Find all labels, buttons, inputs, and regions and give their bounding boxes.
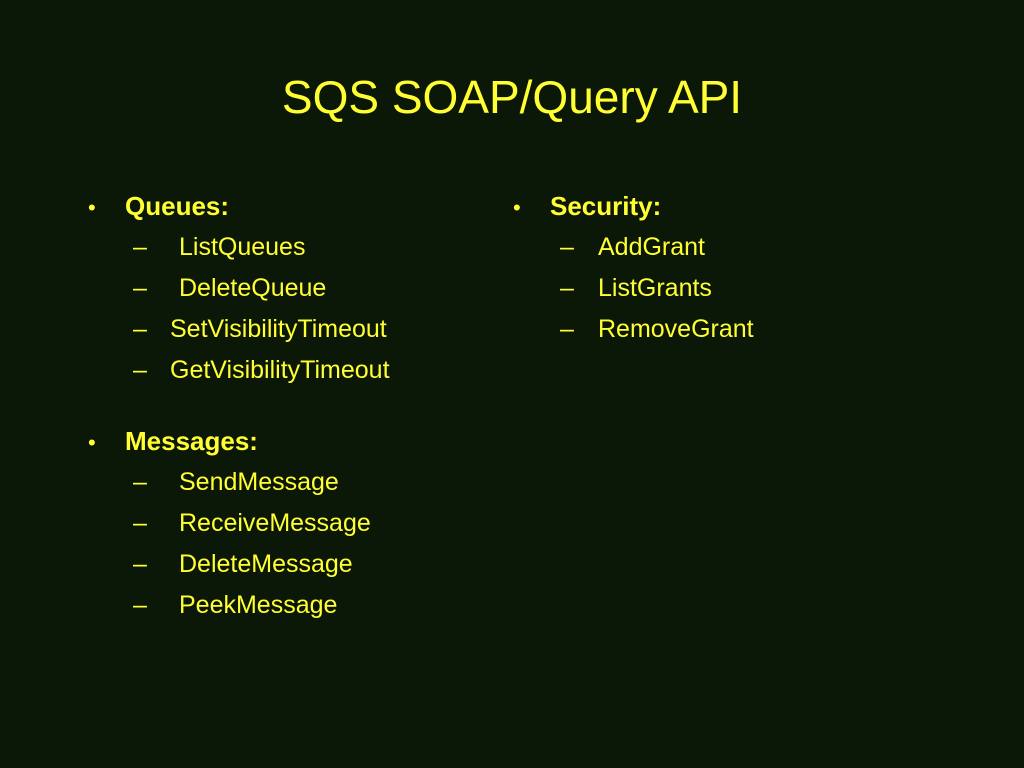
list-item: – ReceiveMessage [88,503,488,544]
queues-heading: Queues: [125,191,230,221]
list-item-label: RemoveGrant [598,315,754,343]
list-item: – AddGrant [513,227,933,268]
security-bullet: • Security: [513,186,933,227]
list-item-label: PeekMessage [179,591,338,619]
list-item: – DeleteQueue [88,268,488,309]
list-item-label: DeleteQueue [179,274,327,302]
right-column: • Security: – AddGrant – ListGrants – Re… [513,186,933,350]
list-item-label: ListQueues [179,233,306,261]
dash-icon: – [133,468,147,496]
left-column: • Queues: – ListQueues – DeleteQueue – S… [88,186,488,626]
dash-icon: – [133,591,147,619]
list-item: – SetVisibilityTimeout [88,309,488,350]
list-item-label: SetVisibilityTimeout [170,315,387,343]
dash-icon: – [560,315,574,343]
list-item-label: GetVisibilityTimeout [170,356,390,384]
security-group: • Security: – AddGrant – ListGrants – Re… [513,186,933,350]
queues-group: • Queues: – ListQueues – DeleteQueue – S… [88,186,488,391]
dash-icon: – [133,274,147,302]
bullet-icon: • [513,195,521,220]
list-item: – ListGrants [513,268,933,309]
queues-bullet: • Queues: [88,186,488,227]
list-item-label: ListGrants [598,274,712,302]
dash-icon: – [560,274,574,302]
list-item: – DeleteMessage [88,544,488,585]
slide-title: SQS SOAP/Query API [281,71,743,123]
messages-bullet: • Messages: [88,421,488,462]
list-item: – PeekMessage [88,585,488,626]
list-item-label: SendMessage [179,468,339,496]
bullet-icon: • [88,430,96,455]
dash-icon: – [133,233,147,261]
security-heading: Security: [550,191,662,221]
dash-icon: – [133,509,147,537]
dash-icon: – [133,356,147,384]
dash-icon: – [133,315,147,343]
list-item-label: DeleteMessage [179,550,353,578]
list-item: – SendMessage [88,462,488,503]
list-item: – GetVisibilityTimeout [88,350,488,391]
list-item-label: AddGrant [598,233,706,261]
list-item: – RemoveGrant [513,309,933,350]
dash-icon: – [560,233,574,261]
bullet-icon: • [88,195,96,220]
list-item: – ListQueues [88,227,488,268]
dash-icon: – [133,550,147,578]
list-item-label: ReceiveMessage [179,509,371,537]
messages-group: • Messages: – SendMessage – ReceiveMessa… [88,421,488,626]
messages-heading: Messages: [125,426,258,456]
